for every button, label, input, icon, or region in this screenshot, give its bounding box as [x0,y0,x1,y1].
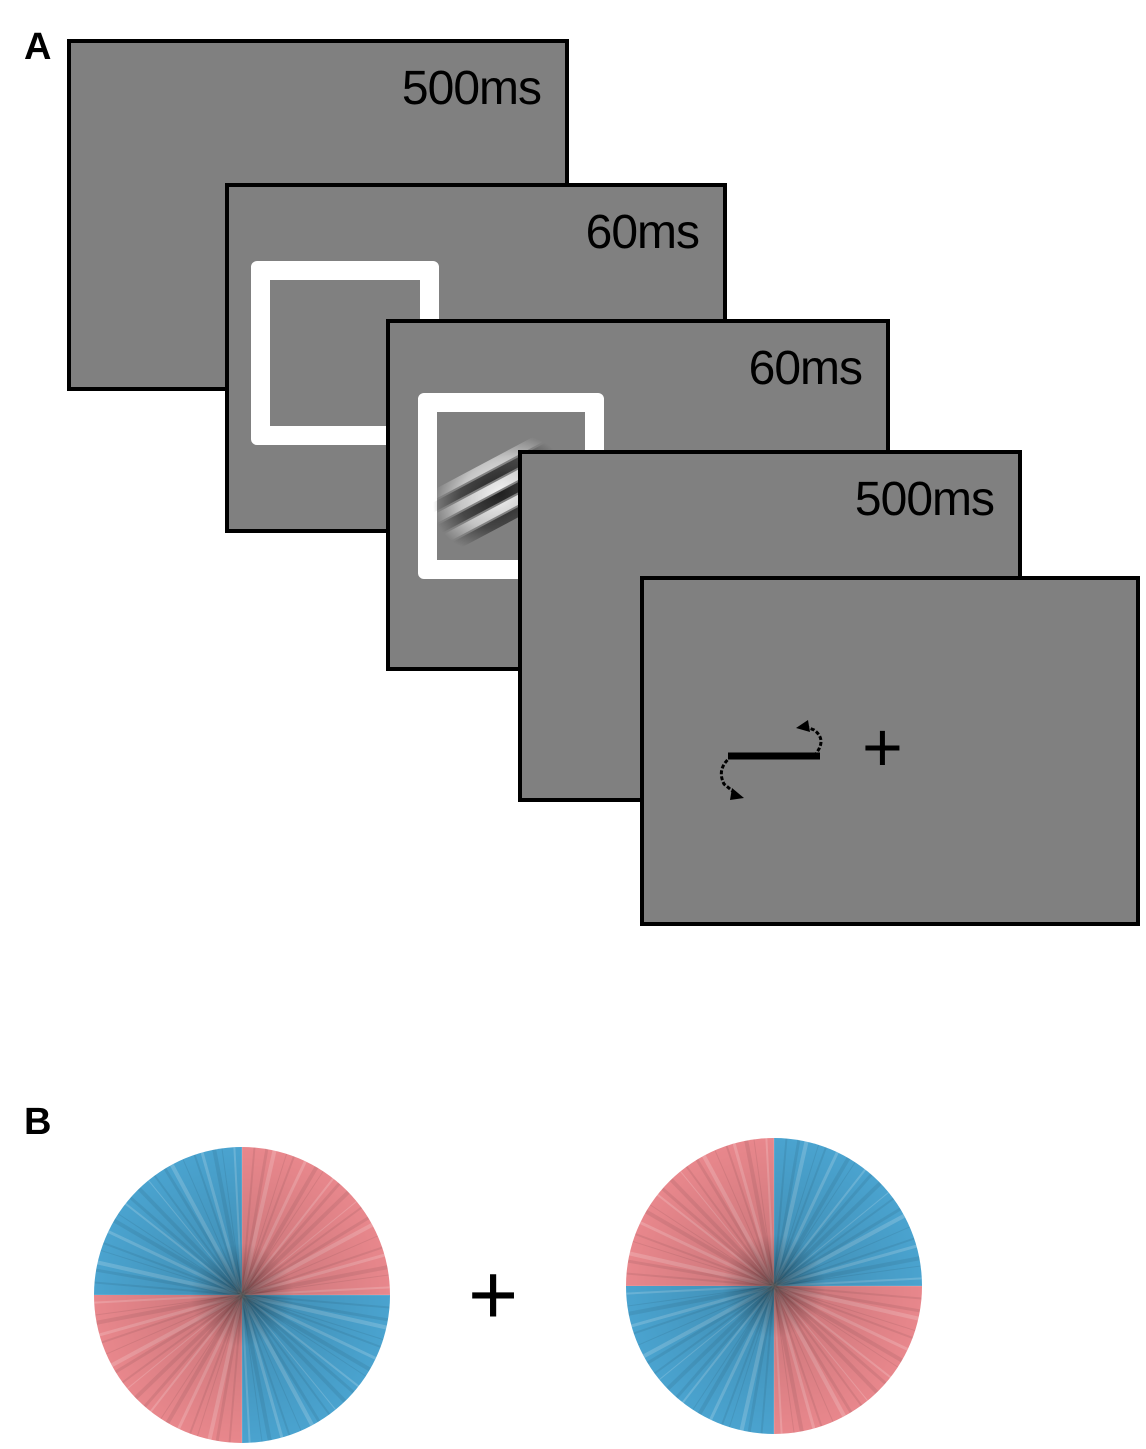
duration-label: 60ms [585,206,700,259]
duration-label: 60ms [748,342,863,395]
disk-center-shade [94,1147,390,1443]
response-screen: + [640,576,1140,926]
rotation-arrows-icon [719,720,823,800]
panel-label-a: A [24,26,52,68]
duration-label: 500ms [854,473,995,526]
disk-center-shade [626,1138,922,1434]
color-disk-left [94,1147,390,1443]
panel-label-b: B [24,1101,52,1143]
fixation-cross-b: + [468,1247,519,1343]
duration-label: 500ms [401,62,542,115]
fixation-cross: + [862,708,903,786]
color-disk-right [626,1138,922,1434]
